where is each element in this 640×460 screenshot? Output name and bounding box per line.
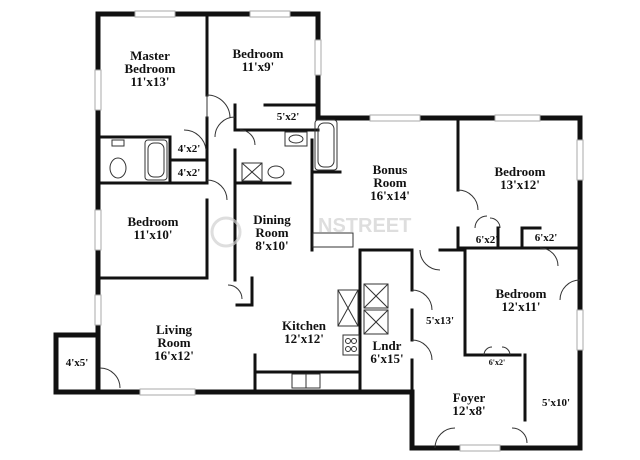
room-size: 4'x2' bbox=[178, 143, 201, 155]
room-size: 12'x8' bbox=[452, 403, 485, 418]
room-size: 6'x2' bbox=[535, 232, 558, 244]
room-size: 16'x12' bbox=[154, 348, 194, 363]
room-size: 12'x12' bbox=[284, 331, 324, 346]
room-label-closet52: 5'x2' bbox=[277, 111, 300, 123]
doors bbox=[99, 94, 581, 449]
room-name: Master bbox=[130, 48, 170, 63]
room-name: Bedroom bbox=[232, 46, 283, 61]
fixtures bbox=[109, 119, 389, 389]
room-label-porch: 4'x5' bbox=[66, 357, 89, 369]
room-size: 11'x13' bbox=[130, 74, 169, 89]
room-name: Lndr bbox=[373, 338, 402, 353]
room-label-closet62a: 6'x2' bbox=[476, 234, 499, 246]
room-label-hall2: 5'x10' bbox=[542, 397, 570, 409]
porch bbox=[53, 332, 101, 395]
room-size: 4'x2' bbox=[178, 167, 201, 179]
room-size: 6'x2' bbox=[476, 234, 499, 246]
watermark-text: NSTREET bbox=[318, 215, 411, 237]
room-size: 5'x2' bbox=[277, 111, 300, 123]
room-label-closet42b: 4'x2' bbox=[178, 167, 201, 179]
room-size: 6'x15' bbox=[370, 351, 403, 366]
room-name: Dining bbox=[253, 212, 291, 227]
room-size: 4'x5' bbox=[66, 357, 89, 369]
room-name: Bonus bbox=[373, 162, 408, 177]
room-label-closet62b: 6'x2' bbox=[535, 232, 558, 244]
room-size: 6'x2' bbox=[489, 358, 505, 367]
room-name: Room bbox=[373, 175, 406, 190]
windows bbox=[94, 10, 584, 452]
room-size: 11'x9' bbox=[242, 59, 275, 74]
room-size: 16'x14' bbox=[370, 188, 410, 203]
room-name: Foyer bbox=[453, 390, 486, 405]
interior-walls bbox=[96, 12, 582, 422]
room-size: 11'x10' bbox=[133, 227, 172, 242]
room-size: 8'x10' bbox=[255, 238, 288, 253]
room-name: Living bbox=[156, 322, 193, 337]
watermark-logo: NSTREET bbox=[210, 215, 411, 248]
room-size: 12'x11' bbox=[501, 299, 540, 314]
room-label-hall: 5'x13' bbox=[426, 315, 454, 327]
room-size: 5'x13' bbox=[426, 315, 454, 327]
room-name: Bedroom bbox=[494, 164, 545, 179]
room-name: Bedroom bbox=[127, 214, 178, 229]
room-name: Room bbox=[157, 335, 190, 350]
room-name: Room bbox=[255, 225, 288, 240]
room-size: 13'x12' bbox=[500, 177, 540, 192]
room-size: 5'x10' bbox=[542, 397, 570, 409]
room-label-closet62c: 6'x2' bbox=[489, 358, 505, 367]
room-name: Bedroom bbox=[495, 286, 546, 301]
room-label-closet42a: 4'x2' bbox=[178, 143, 201, 155]
room-name: Bedroom bbox=[124, 61, 175, 76]
room-name: Kitchen bbox=[282, 318, 327, 333]
